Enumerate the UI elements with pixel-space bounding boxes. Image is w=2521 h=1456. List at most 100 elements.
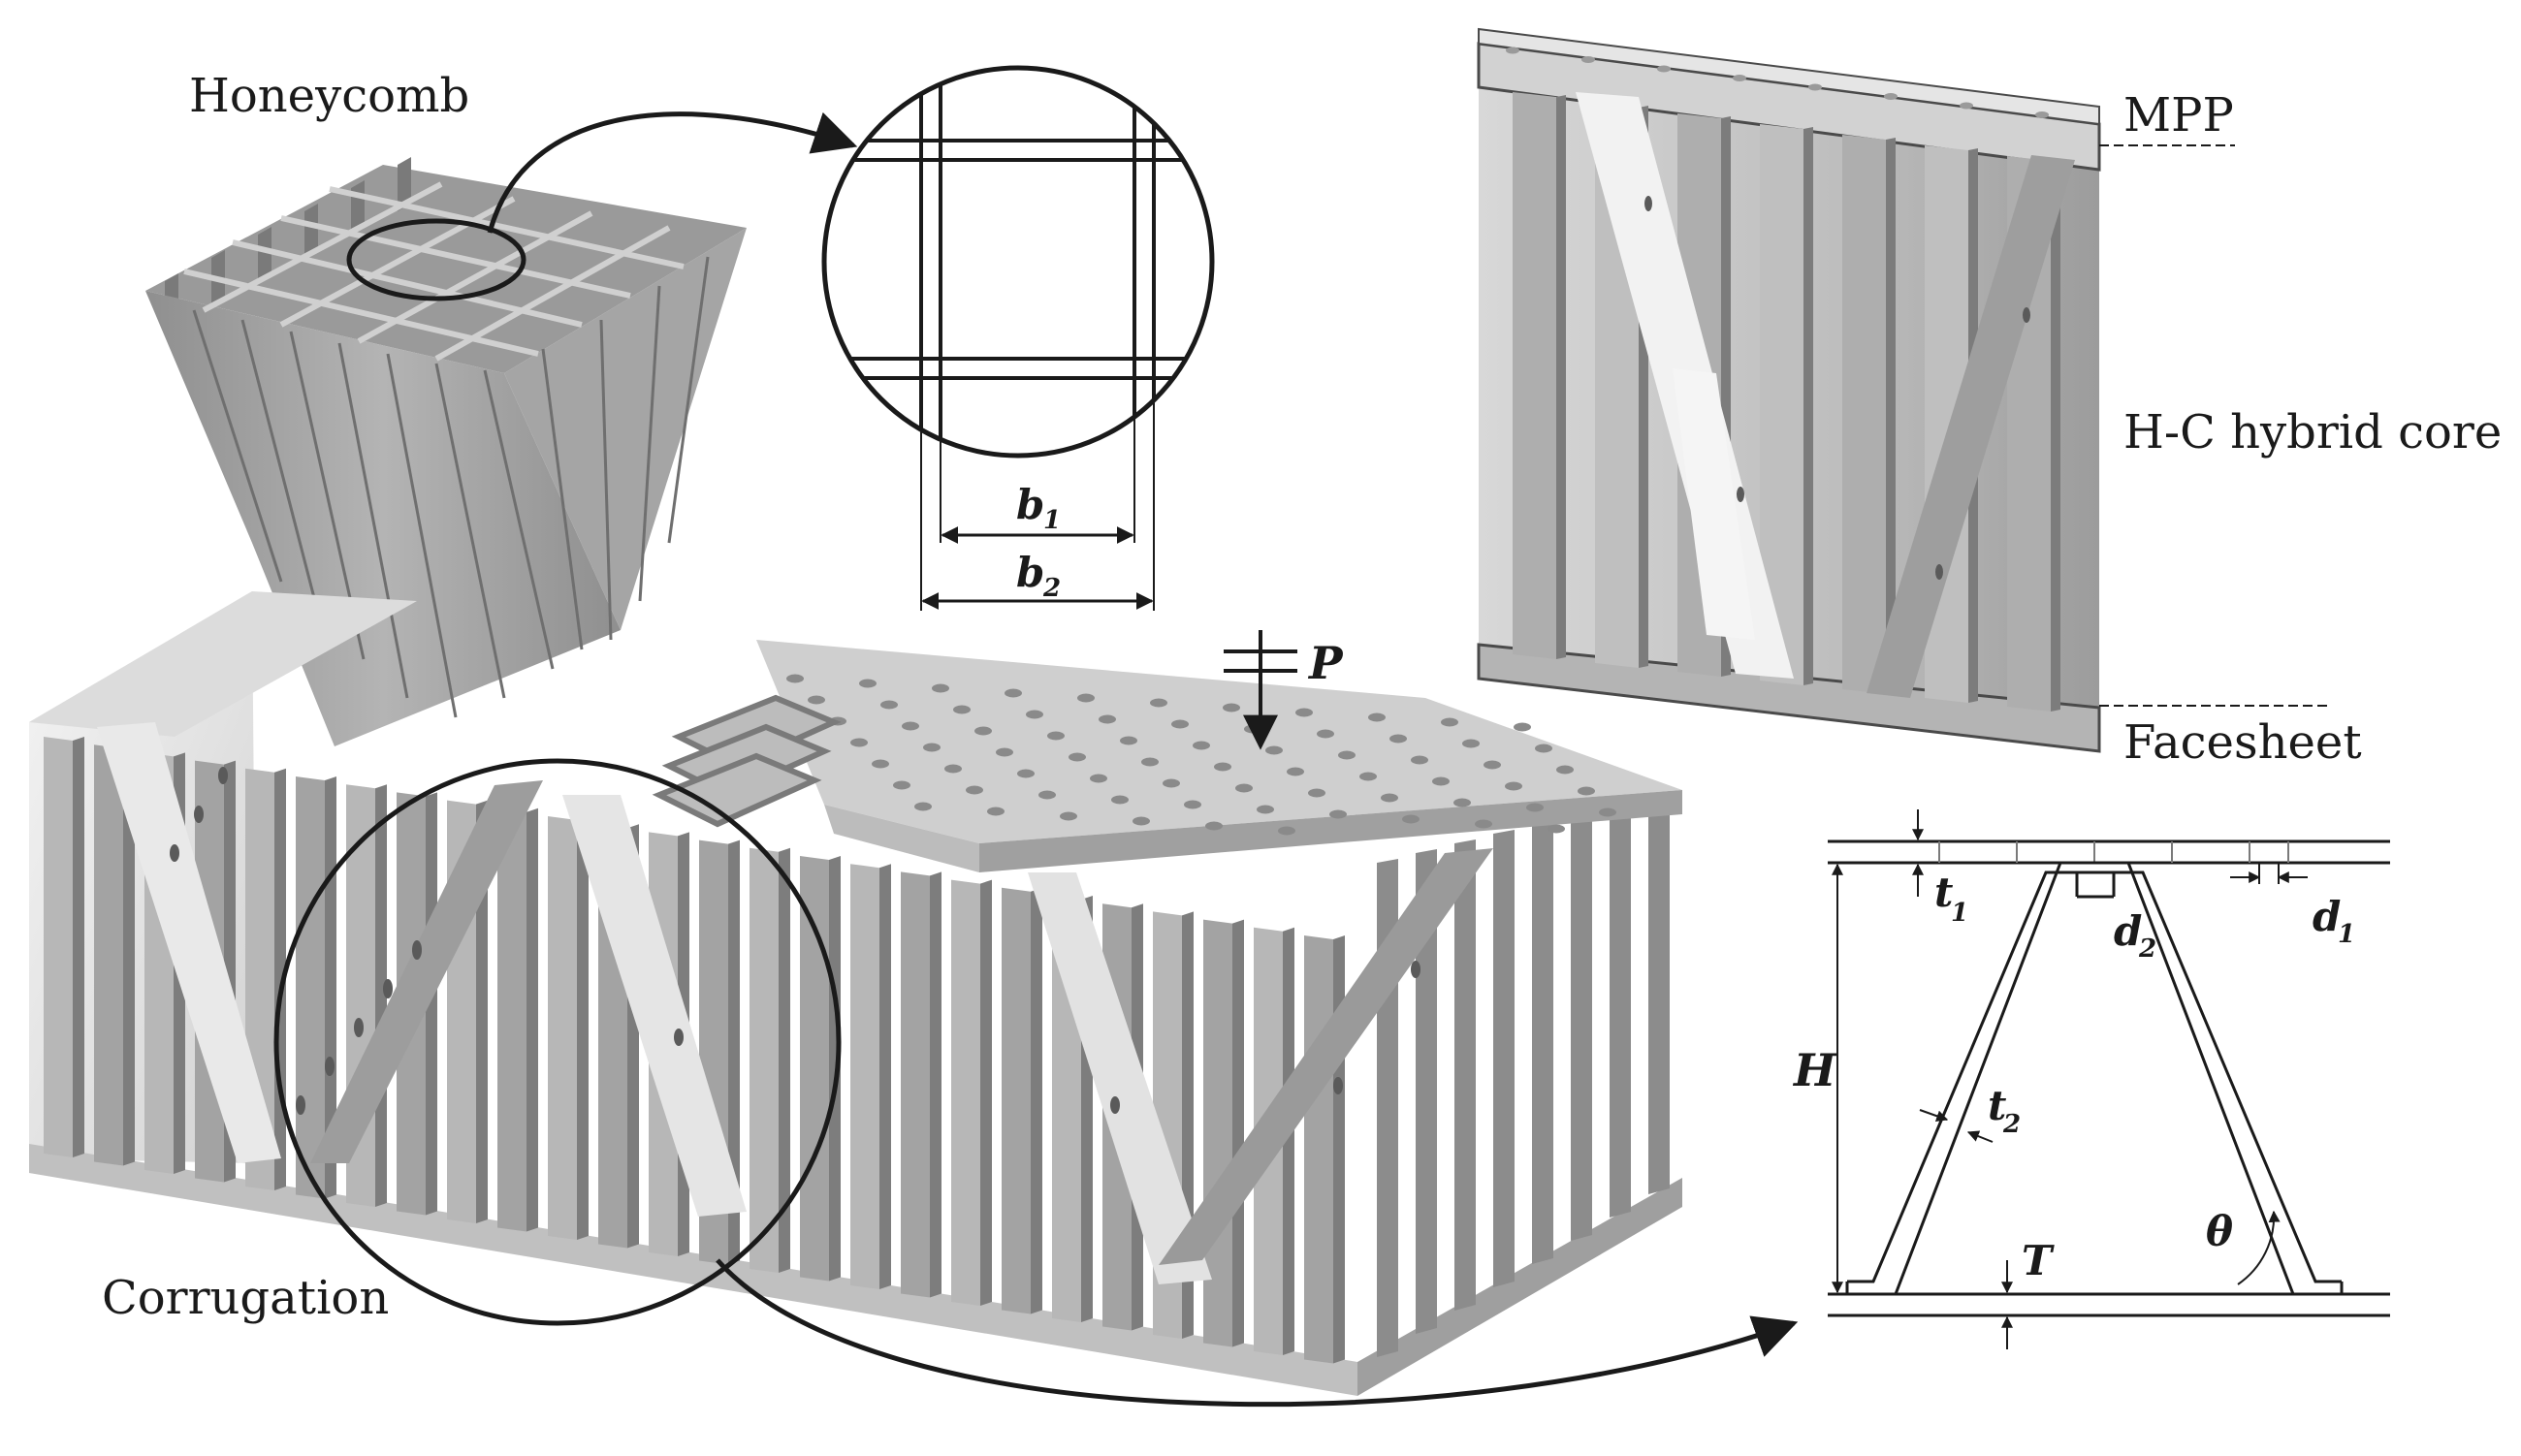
mpp-hole	[850, 738, 868, 747]
mpp-hole	[1548, 824, 1565, 834]
front-rib-shadow	[980, 879, 992, 1306]
mpp-hole	[1526, 803, 1544, 812]
panel-section-illustration	[1477, 27, 2332, 753]
mpp-hole	[1475, 819, 1492, 829]
panel-hole	[1808, 83, 1822, 91]
honeycomb-highlight-ellipse	[346, 218, 527, 301]
t2-subscript: 2	[2002, 1110, 2021, 1139]
mpp-hole	[893, 780, 910, 790]
mpp-hole	[1265, 745, 1283, 755]
panel-hole	[1960, 102, 1973, 110]
panel-hole	[2035, 111, 2049, 118]
honeycomb-rib	[304, 204, 318, 258]
panel-rib	[1842, 135, 1886, 694]
mpp-hole	[1338, 750, 1356, 760]
side-rib	[1610, 801, 1631, 1218]
mpp-hole	[1329, 809, 1347, 819]
front-rib-shadow	[879, 864, 891, 1289]
mpp-hole	[1111, 795, 1129, 805]
mpp-hole	[786, 674, 804, 683]
mpp-hole	[1060, 811, 1077, 821]
panel-hole	[1884, 93, 1898, 100]
front-rib	[1304, 935, 1333, 1364]
cross-section-schematic	[1828, 839, 2390, 1317]
panel-rib-shadow	[1803, 127, 1813, 685]
mpp-hole	[1402, 814, 1420, 824]
mpp-hole	[996, 747, 1013, 757]
mpp-hole	[1308, 788, 1325, 798]
front-rib	[1002, 887, 1031, 1314]
corrugation-label: Corrugation	[102, 1271, 389, 1325]
d1-label: d	[2313, 893, 2341, 940]
mpp-hole	[1556, 765, 1574, 775]
front-rib	[850, 864, 879, 1289]
mpp-hole	[1368, 712, 1386, 722]
panel-hole	[1733, 75, 1746, 81]
mpp-hole	[1163, 778, 1180, 788]
front-rib	[951, 879, 980, 1306]
theta-label: θ	[2206, 1208, 2233, 1255]
mpp-hole	[1005, 688, 1022, 698]
panel-rib-shadow	[2051, 159, 2060, 712]
mpp-hole	[1432, 776, 1450, 786]
mpp-hole	[902, 721, 919, 731]
mpp-hole	[1599, 807, 1616, 817]
mpp-hole	[1017, 769, 1035, 778]
front-rib-shadow	[426, 792, 437, 1216]
side-rib	[1493, 830, 1515, 1287]
side-rib	[1454, 839, 1476, 1311]
side-rib	[1416, 849, 1437, 1334]
corrugation-highlight-circle	[273, 758, 842, 1326]
mpp-hole	[1317, 729, 1334, 739]
front-rib-shadow	[73, 737, 84, 1157]
front-rib-shadow	[123, 744, 135, 1166]
mpp-hole	[1278, 826, 1295, 836]
mpp-hole	[974, 726, 992, 736]
front-rib	[94, 744, 123, 1166]
front-rib-shadow	[728, 839, 740, 1265]
front-rib-shadow	[527, 807, 538, 1232]
sandwich-panel-illustration: P	[29, 591, 1682, 1396]
front-rib-shadow	[1232, 919, 1244, 1347]
mpp-hole	[1578, 786, 1595, 796]
mpp-hole	[880, 700, 898, 710]
front-rib	[296, 776, 325, 1199]
front-rib-shadow	[779, 847, 790, 1273]
honeycomb-core-illustration	[145, 157, 747, 746]
mpp-hole	[1205, 821, 1223, 831]
mpp-hole	[1038, 790, 1056, 800]
d2-label: d	[2114, 907, 2142, 955]
honeycomb-rib	[258, 227, 271, 281]
mpp-hole	[987, 807, 1005, 816]
front-rib	[44, 737, 73, 1157]
mpp-hole	[1214, 762, 1231, 772]
honeycomb-label: Honeycomb	[189, 69, 469, 123]
mpp-hole	[1505, 781, 1522, 791]
d1-subscript: 1	[2338, 920, 2355, 949]
mpp-hole	[923, 743, 941, 752]
side-rib	[1648, 791, 1670, 1194]
honeycomb-rib	[398, 157, 411, 211]
mpp-hole	[1133, 816, 1150, 826]
mpp-hole	[1514, 722, 1531, 732]
mpp-hole	[1141, 757, 1159, 767]
mpp-hole	[1069, 752, 1086, 762]
mpp-hole	[1099, 714, 1116, 724]
mpp-hole	[1150, 698, 1167, 708]
load-p-label: P	[1307, 637, 1344, 689]
mpp-hole	[944, 764, 962, 774]
thickness-t-label: T	[2022, 1237, 2055, 1284]
mpp-hole	[932, 683, 949, 693]
magnify-arrow-bottom	[716, 1258, 1799, 1408]
height-h-label: H	[1792, 1044, 1837, 1096]
mpp-hole	[1184, 800, 1201, 809]
panel-hole	[1506, 47, 1519, 54]
front-rib	[901, 871, 930, 1298]
front-rib	[750, 847, 779, 1273]
hybrid-core-label: H-C hybrid core	[2123, 405, 2502, 459]
d2-subscript: 2	[2138, 934, 2156, 964]
b2-subscript: 2	[1042, 574, 1061, 603]
mpp-hole	[953, 705, 971, 714]
front-rib	[800, 856, 829, 1282]
mpp-hole	[1223, 703, 1240, 712]
